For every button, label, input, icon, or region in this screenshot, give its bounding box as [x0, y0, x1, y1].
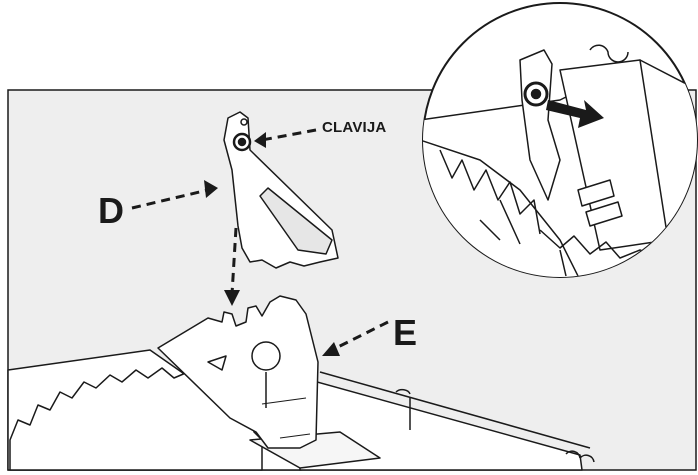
label-d: D — [98, 190, 124, 232]
label-e: E — [393, 312, 417, 354]
label-clavija: CLAVIJA — [322, 119, 386, 136]
